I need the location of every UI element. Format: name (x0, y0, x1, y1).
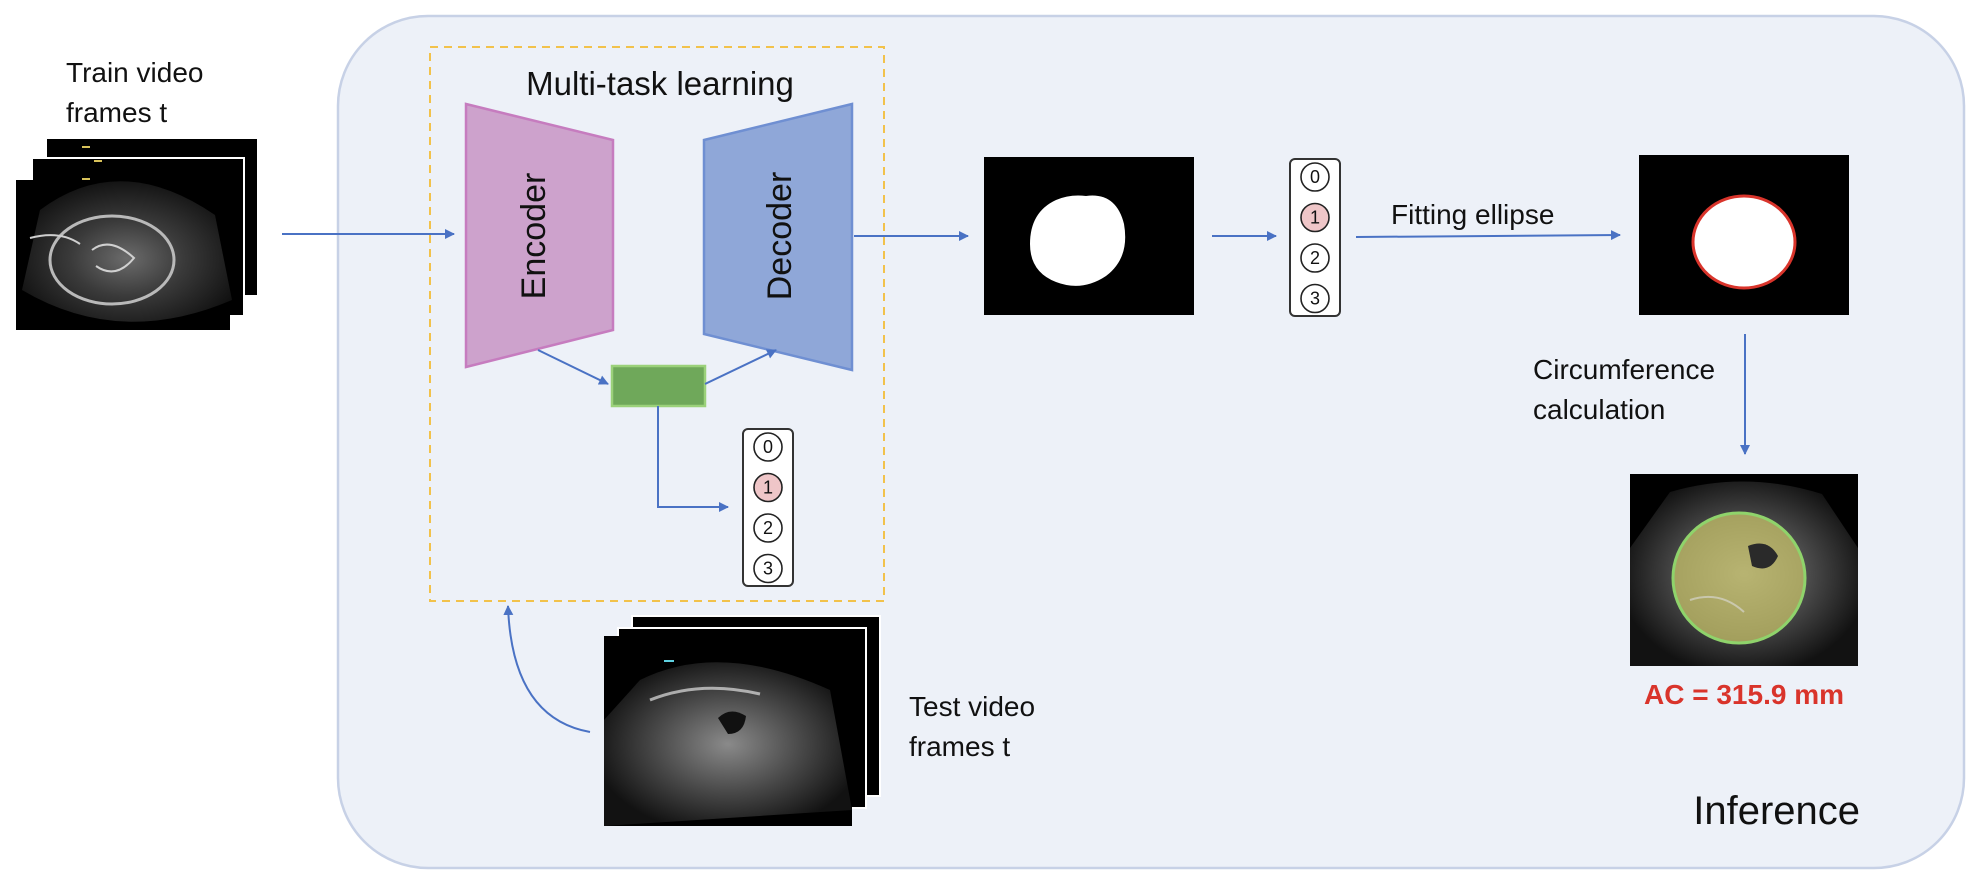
class-node (753, 432, 783, 462)
arrow-test-to-multitask (503, 605, 591, 733)
circumference-label: Circumference calculation (1533, 354, 1723, 425)
class-vector-inference: 0 1 2 3 (1289, 158, 1341, 317)
arrow-bottleneck-to-decoder (704, 349, 777, 385)
decoder-label: Decoder (761, 172, 799, 301)
class-node-label: 0 (763, 437, 773, 457)
encoder-block (464, 102, 615, 369)
measured-ultrasound-icon (1630, 474, 1858, 666)
class-vector-mtl: 0 1 2 3 (742, 428, 794, 587)
train-frames-stack (16, 137, 259, 330)
test-frames-stack (604, 615, 881, 826)
class-node (1300, 162, 1330, 192)
arrow-encoder-to-bottleneck (537, 349, 609, 385)
class-node (753, 472, 783, 503)
bottleneck-block (610, 364, 707, 408)
ultrasound-frames-icon (16, 137, 259, 330)
class-node (1300, 202, 1330, 233)
arrow-fitting-ellipse (1355, 230, 1621, 241)
inference-label: Inference (1693, 789, 1860, 833)
arrow-bottleneck-to-class-head (657, 406, 729, 512)
decoder-block (702, 102, 854, 372)
class-node (1300, 243, 1330, 273)
multitask-box (429, 46, 885, 602)
class-node (1300, 283, 1330, 314)
fitted-ellipse-icon (1639, 155, 1849, 315)
class-node-label: 3 (763, 559, 773, 579)
class-node (753, 513, 783, 543)
test-frames-label: Test video frames t (909, 691, 1043, 762)
multitask-title: Multi-task learning (526, 65, 794, 102)
ac-result-label: AC = 315.9 mm (1644, 679, 1844, 710)
class-node-label: 2 (763, 518, 773, 538)
class-node-label: 0 (1310, 167, 1320, 187)
train-frames-label: Train video frames t (66, 57, 211, 128)
class-node-label: 1 (763, 478, 773, 498)
segmentation-mask-icon (984, 157, 1194, 315)
encoder-label: Encoder (515, 173, 553, 300)
class-node-label: 2 (1310, 248, 1320, 268)
class-node-label: 1 (1310, 208, 1320, 228)
fitting-ellipse-label: Fitting ellipse (1391, 199, 1554, 230)
ultrasound-frames-icon (604, 615, 881, 826)
class-node (753, 553, 783, 584)
class-node-label: 3 (1310, 289, 1320, 309)
